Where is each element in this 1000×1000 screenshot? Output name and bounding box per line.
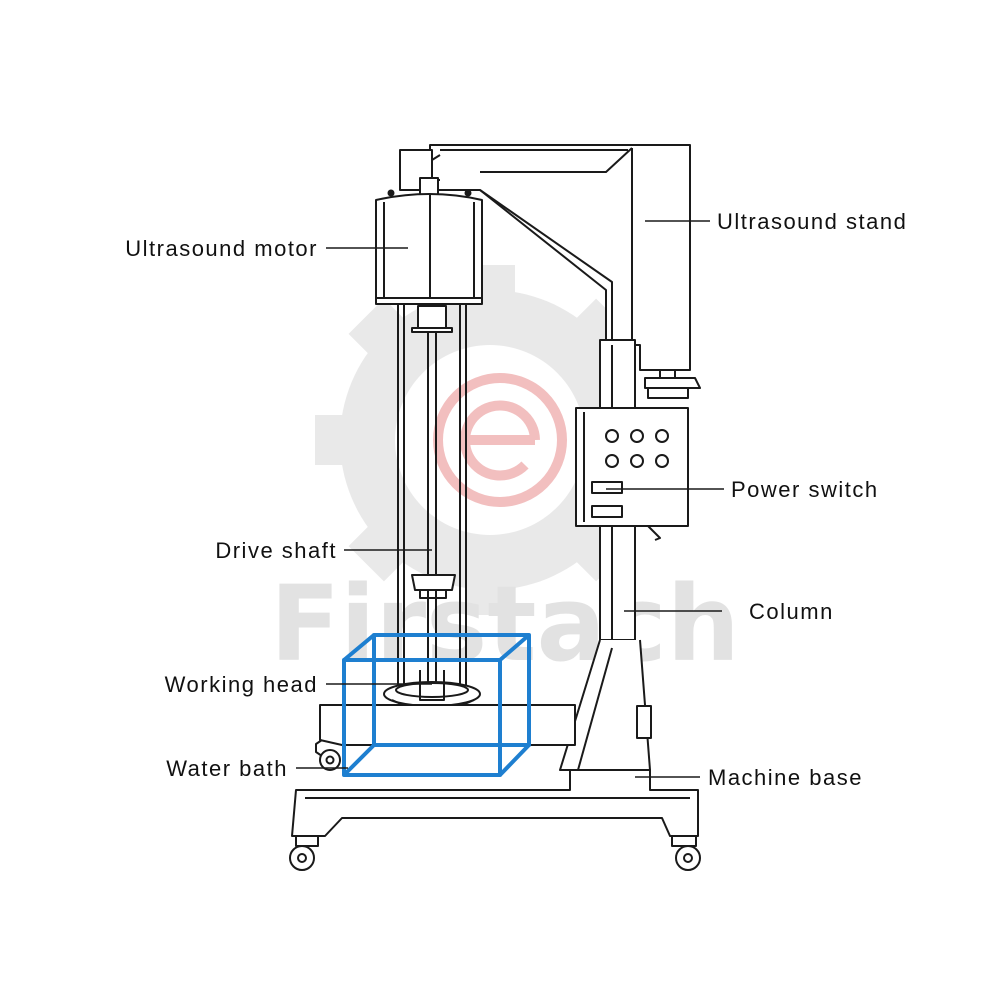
label-column: Column <box>749 599 834 624</box>
label-drive-shaft: Drive shaft <box>215 538 337 563</box>
watermark-brand: Firstach <box>270 563 740 685</box>
ultrasound-motor <box>375 189 483 305</box>
casters <box>289 749 701 871</box>
machine-base <box>291 704 699 837</box>
watermark-logo <box>433 373 567 507</box>
label-ultrasound-stand: Ultrasound stand <box>717 209 907 234</box>
callout-labels: Ultrasound motor Ultrasound stand Power … <box>125 209 907 790</box>
water-bath <box>342 633 531 777</box>
machine <box>289 144 701 871</box>
leader-lines <box>296 220 724 778</box>
ultrasound-stand <box>399 144 701 399</box>
label-machine-base: Machine base <box>708 765 863 790</box>
label-water-bath: Water bath <box>166 756 288 781</box>
label-power-switch: Power switch <box>731 477 879 502</box>
label-working-head: Working head <box>165 672 318 697</box>
power-switch-box <box>575 407 689 541</box>
label-ultrasound-motor: Ultrasound motor <box>125 236 318 261</box>
drive-shaft-assembly <box>397 304 467 690</box>
